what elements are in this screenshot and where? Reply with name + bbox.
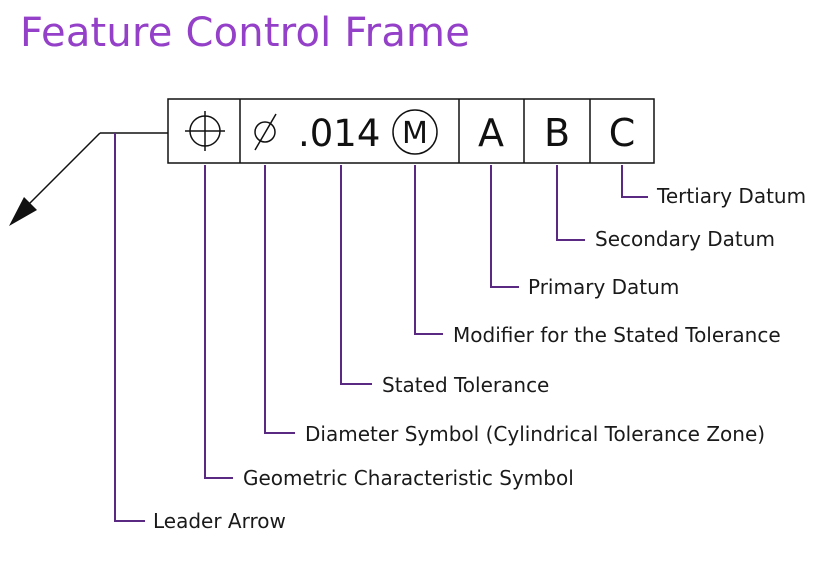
- label-tertiary-datum: Tertiary Datum: [656, 184, 806, 208]
- callout-lines: [114, 133, 648, 522]
- modifier-letter: M: [402, 116, 428, 151]
- callout-line-secondary: [556, 165, 585, 241]
- label-modifier: Modifier for the Stated Tolerance: [453, 323, 781, 347]
- position-icon: [185, 111, 225, 151]
- label-diameter-symbol: Diameter Symbol (Cylindrical Tolerance Z…: [305, 422, 765, 446]
- label-primary-datum: Primary Datum: [528, 275, 679, 299]
- frame-outline: [167, 98, 655, 164]
- callout-line-leader: [114, 133, 145, 522]
- modifier-circle: M: [392, 109, 438, 155]
- callout-line-geometric: [204, 165, 233, 479]
- label-leader-arrow: Leader Arrow: [153, 509, 286, 533]
- datum-c: C: [609, 111, 636, 155]
- callout-line-primary: [490, 165, 519, 288]
- label-stated-tolerance: Stated Tolerance: [382, 373, 549, 397]
- label-geometric-characteristic: Geometric Characteristic Symbol: [243, 466, 574, 490]
- callout-line-tertiary: [621, 165, 648, 198]
- datum-b: B: [544, 111, 570, 155]
- callout-line-tolerance: [340, 165, 372, 385]
- datum-a: A: [478, 111, 504, 155]
- diameter-icon: [254, 113, 277, 151]
- frame: [167, 98, 655, 164]
- leader-arrow: [9, 132, 168, 226]
- tolerance-value: .014: [298, 112, 380, 155]
- callout-line-diameter: [264, 165, 295, 434]
- page-title: Feature Control Frame: [20, 10, 471, 56]
- label-secondary-datum: Secondary Datum: [595, 227, 775, 251]
- callout-line-modifier: [414, 165, 443, 335]
